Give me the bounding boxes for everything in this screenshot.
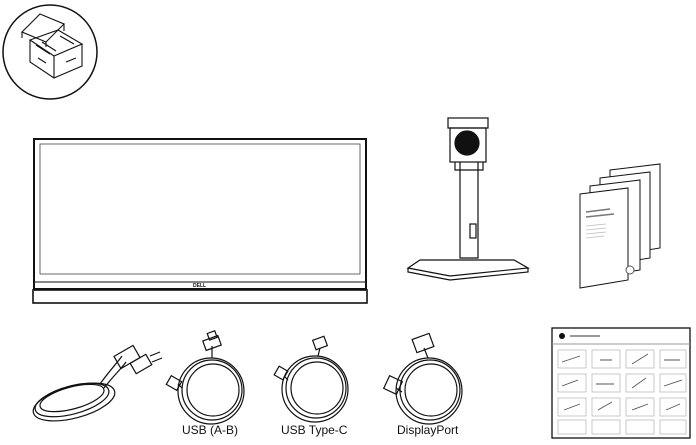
monitor [32,138,368,304]
monitor-stand [406,117,530,281]
open-box-icon [2,4,98,100]
quick-setup-guide [551,327,691,439]
label-usb-type-c: USB Type-C [281,423,348,437]
usb-ab-cable [165,330,245,425]
usb-c-cable [273,335,349,423]
label-displayport: DisplayPort [397,423,459,437]
label-usb-a-b: USB (A-B) [182,423,239,437]
power-cable [32,344,163,422]
dell-logo: DELL [193,283,206,289]
document-stack [579,163,661,289]
displayport-cable [382,332,463,425]
